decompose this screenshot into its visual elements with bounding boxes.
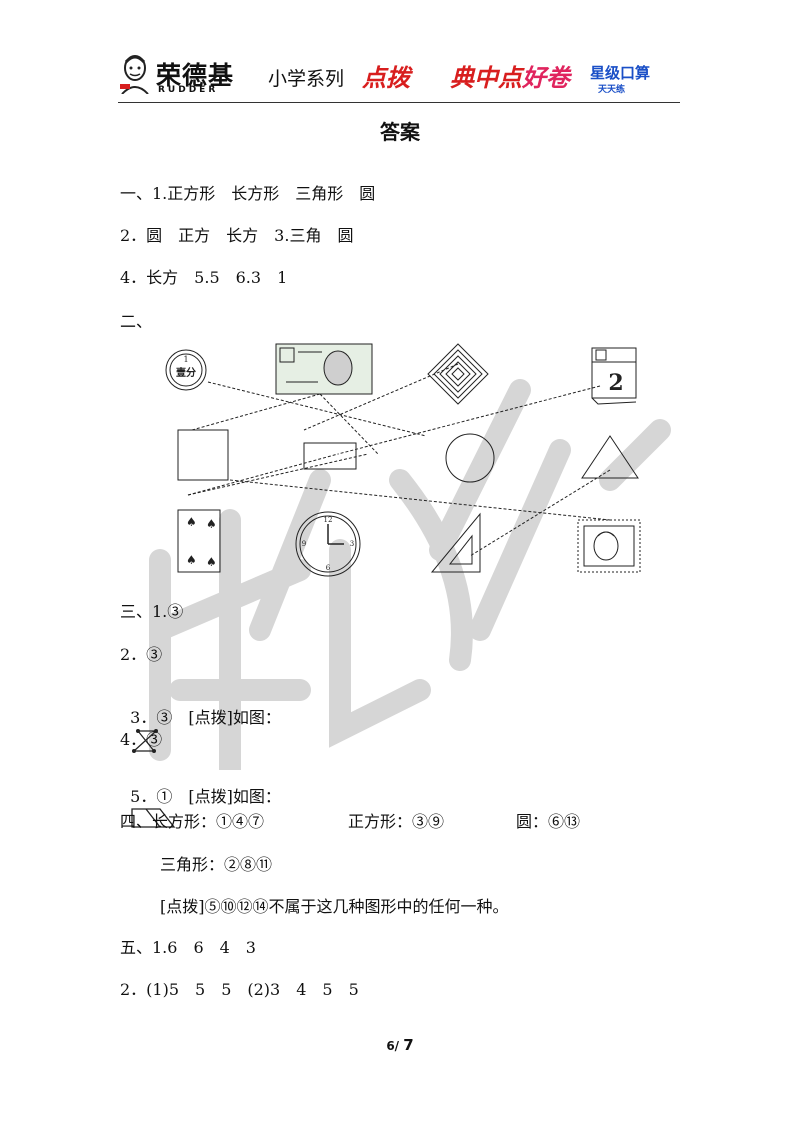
svg-text:12: 12 — [324, 516, 333, 524]
answer-line: 2．③ — [120, 645, 163, 664]
answer-line: 五、1.6 6 4 3 — [120, 938, 256, 957]
answer-line-with-figure: 3．③ [点拨]如图： — [120, 685, 281, 754]
tag-dianbo: 点拨 — [362, 64, 410, 92]
svg-text:♠: ♠ — [186, 553, 197, 567]
answer-line-circle: 圆：⑥⑬ — [516, 812, 581, 831]
calendar-icon: 2 — [591, 347, 637, 405]
svg-text:壹分: 壹分 — [176, 366, 196, 379]
circle-shape — [445, 433, 495, 483]
answer-line: 4．③ — [120, 730, 163, 749]
answer-line: 一、1.正方形 长方形 三角形 圆 — [120, 184, 376, 203]
svg-text:6: 6 — [326, 564, 331, 572]
tag-kousuan: 星级口算 — [590, 64, 651, 82]
series-name: 小学系列 — [268, 68, 345, 90]
answer-line-with-figure: 5．① [点拨]如图： — [120, 764, 281, 829]
answer-text: 5．① [点拨]如图： — [130, 787, 281, 806]
brand-subtitle: RUDDER — [158, 85, 219, 95]
brand-name: 荣德基 — [156, 61, 235, 90]
match-lines — [187, 363, 611, 557]
set-square-icon — [430, 512, 481, 573]
answer-line-square: 正方形：③⑨ — [348, 812, 445, 831]
svg-text:♠: ♠ — [206, 555, 217, 569]
tag-dianzhongdian: 典中点 — [450, 64, 522, 92]
banknote-icon — [275, 343, 373, 395]
stamp-icon — [577, 519, 641, 573]
svg-text:2: 2 — [608, 370, 623, 396]
svg-text:1: 1 — [183, 355, 188, 364]
answer-line: 二、 — [120, 312, 153, 331]
brand-face-logo-icon — [120, 55, 149, 94]
matching-figure: 1 壹分 2 — [165, 343, 641, 577]
page-current: 6/ — [386, 1039, 400, 1053]
rectangle-shape — [303, 442, 357, 470]
answer-line: 2．圆 正方 长方 3.三角 圆 — [120, 226, 354, 245]
answer-line: [点拨]⑤⑩⑫⑭不属于这几种图形中的任何一种。 — [160, 897, 509, 916]
tag-haojuan: 好卷 — [522, 64, 570, 92]
svg-text:♠: ♠ — [186, 515, 197, 529]
svg-text:3: 3 — [350, 540, 354, 548]
page-header: 荣德基 RUDDER 小学系列 点拨 典中点 好卷 星级口算 天天练 — [118, 52, 680, 103]
tag-tiantianlian: 天天练 — [598, 85, 626, 95]
page-number: 6/ 7 — [0, 1036, 800, 1054]
page-title: 答案 — [380, 120, 420, 144]
answer-line: 三角形：②⑧⑪ — [160, 855, 273, 874]
answer-line: 2．(1)5 5 5 (2)3 4 5 5 — [120, 980, 359, 999]
answer-line-rect: 四、长方形：①④⑦ — [120, 812, 265, 831]
page-total: 7 — [403, 1036, 414, 1054]
svg-text:♠: ♠ — [206, 517, 217, 531]
dot-triangle-figure-icon — [132, 729, 159, 753]
coin-icon: 1 壹分 — [165, 349, 207, 391]
square-shape — [177, 429, 229, 481]
concentric-diamond-icon — [427, 343, 489, 405]
answer-line: 4．长方 5.5 6.3 1 — [120, 268, 288, 287]
svg-text:9: 9 — [302, 540, 306, 548]
parallelogram-split-figure-icon — [131, 808, 176, 828]
answer-text: 3．③ [点拨]如图： — [130, 708, 281, 727]
clock-icon: 12 3 6 9 — [295, 511, 361, 577]
playing-card-icon: ♠ ♠ ♠ ♠ — [177, 509, 221, 573]
answer-line: 三、1.③ — [120, 602, 184, 621]
triangle-shape — [581, 435, 639, 479]
